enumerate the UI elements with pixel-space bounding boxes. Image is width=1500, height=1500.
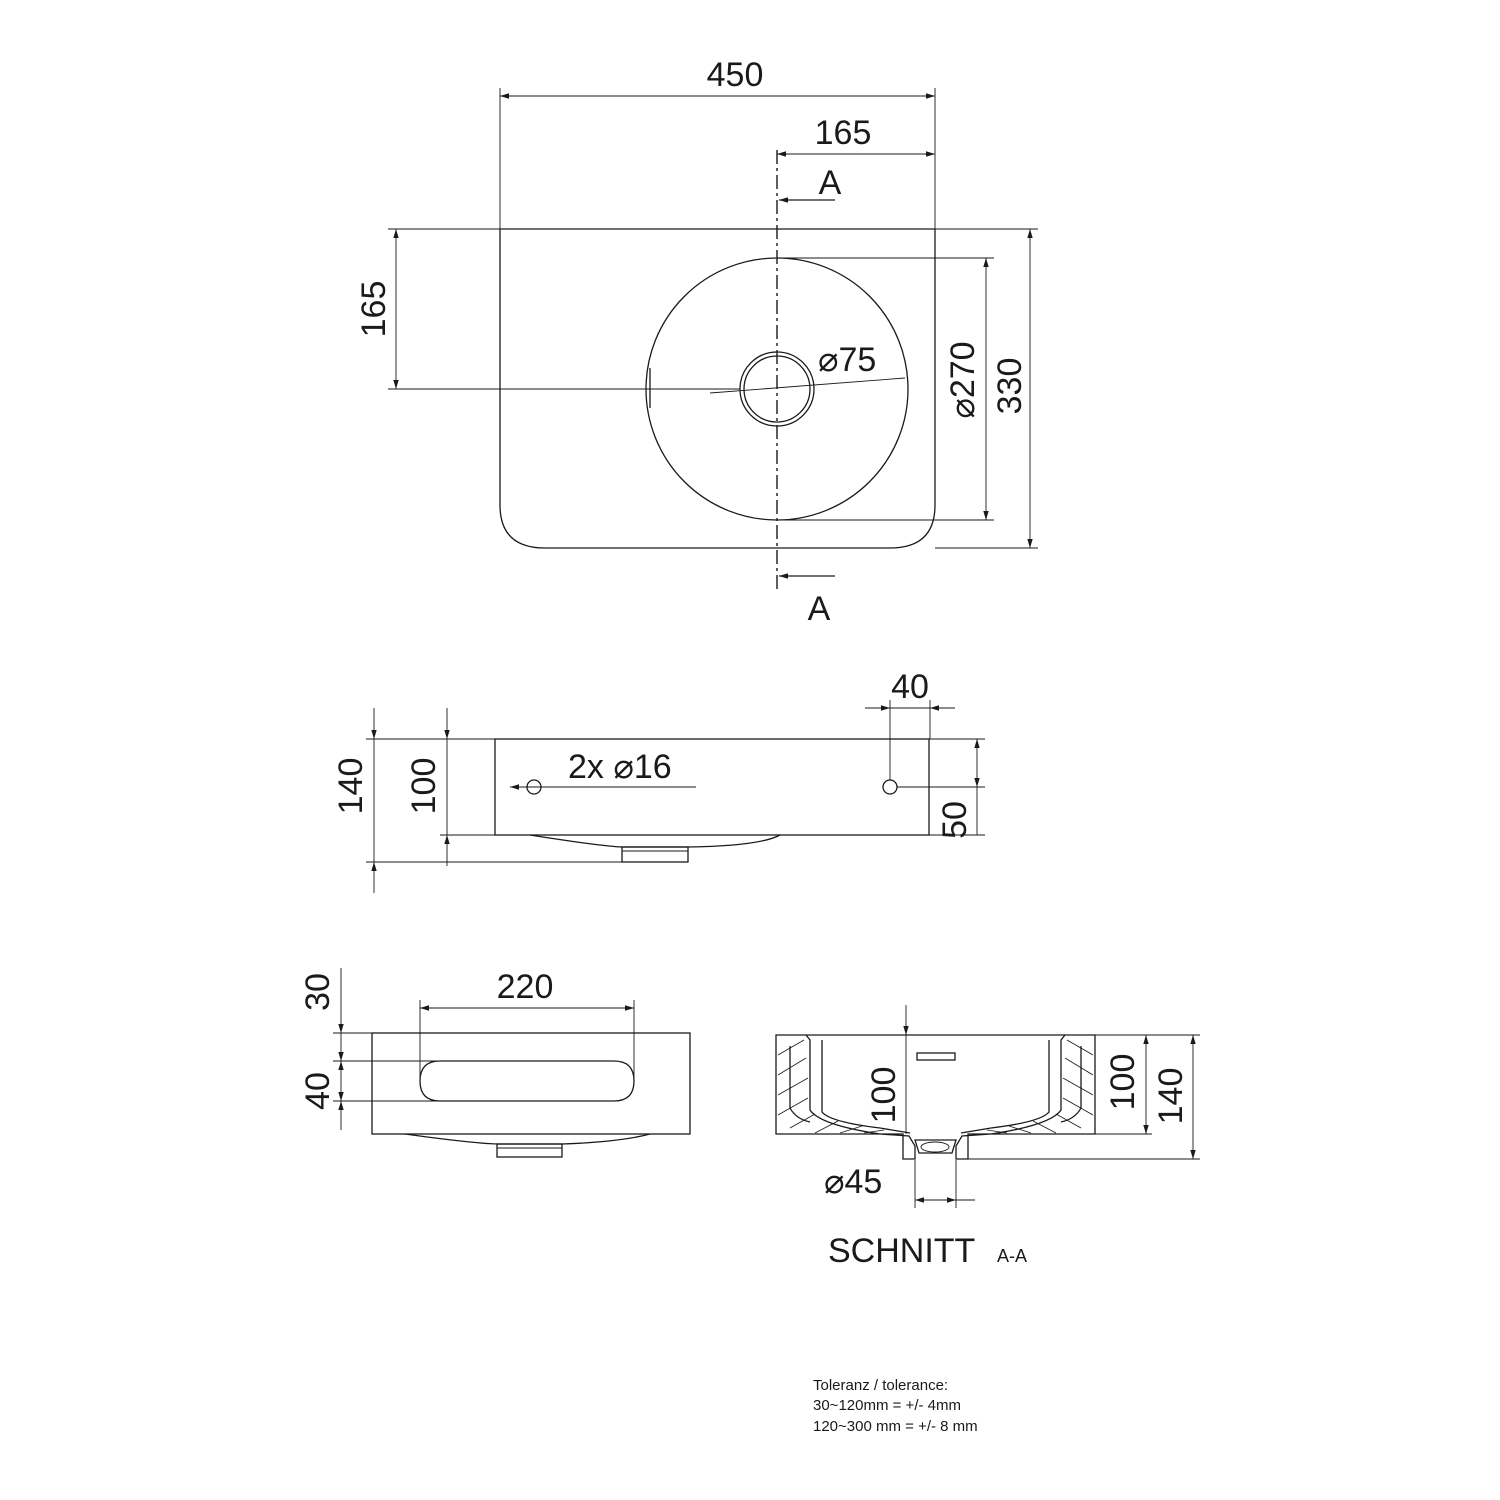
side-body bbox=[371, 1032, 691, 1135]
dim-overall-width: 450 bbox=[707, 56, 764, 94]
dim-drain-offset-width: 165 bbox=[815, 114, 872, 152]
top-view: A A 450 165 165 ⌀75 ⌀270 330 bbox=[355, 56, 1038, 628]
section-outlet bbox=[914, 1139, 957, 1154]
dim-hole-spacing: 40 bbox=[891, 668, 929, 706]
dim-overall-depth: 330 bbox=[991, 358, 1029, 415]
section-view: 100 100 140 ⌀45 SCHNITT A-A bbox=[775, 1005, 1200, 1270]
section-title-suffix: A-A bbox=[997, 1246, 1027, 1266]
side-view: 220 30 40 bbox=[299, 968, 691, 1158]
dim-outlet-diameter: ⌀45 bbox=[824, 1163, 882, 1201]
hole-right bbox=[882, 779, 898, 795]
dim-hole-height: 50 bbox=[936, 801, 974, 839]
section-hatching bbox=[777, 1039, 1094, 1134]
section-bowl-inner bbox=[821, 1040, 911, 1134]
tolerance-line-1: 30~120mm = +/- 4mm bbox=[813, 1397, 961, 1414]
side-bowl-bottom bbox=[404, 1133, 651, 1145]
dim-overflow-length: 220 bbox=[497, 968, 554, 1006]
tolerance-note: Toleranz / tolerance: 30~120mm = +/- 4mm… bbox=[813, 1377, 978, 1435]
overflow-slot-shape bbox=[419, 1060, 635, 1102]
section-left-wall bbox=[775, 1034, 916, 1160]
section-marker-top: A bbox=[819, 164, 842, 202]
front-outlet bbox=[621, 846, 689, 863]
front-view: 2x ⌀16 40 50 140 100 bbox=[332, 668, 985, 893]
drain-leader bbox=[709, 377, 906, 394]
side-outlet bbox=[496, 1143, 563, 1158]
front-bowl-bottom bbox=[529, 834, 781, 848]
dim-section-body-height: 100 bbox=[1104, 1054, 1142, 1111]
section-overflow bbox=[916, 1052, 956, 1061]
dim-front-body-height: 100 bbox=[405, 758, 443, 815]
tolerance-heading: Toleranz / tolerance: bbox=[813, 1377, 948, 1394]
dim-front-total-height: 140 bbox=[332, 758, 370, 815]
basin-outline bbox=[499, 228, 936, 549]
dim-drain-diameter: ⌀75 bbox=[818, 341, 876, 379]
dim-overflow-height: 40 bbox=[299, 1072, 337, 1110]
dim-holes: 2x ⌀16 bbox=[568, 748, 672, 786]
section-right-wall bbox=[955, 1034, 1096, 1160]
dim-bowl-diameter: ⌀270 bbox=[944, 341, 982, 418]
dim-section-inner-depth: 100 bbox=[865, 1067, 903, 1124]
dim-drain-offset-depth: 165 bbox=[355, 281, 393, 338]
dim-overflow-top-offset: 30 bbox=[299, 973, 337, 1011]
tolerance-line-2: 120~300 mm = +/- 8 mm bbox=[813, 1418, 978, 1435]
section-title: SCHNITT bbox=[828, 1232, 975, 1270]
section-marker-bottom: A bbox=[808, 590, 831, 628]
dim-section-total-height: 140 bbox=[1152, 1068, 1190, 1125]
